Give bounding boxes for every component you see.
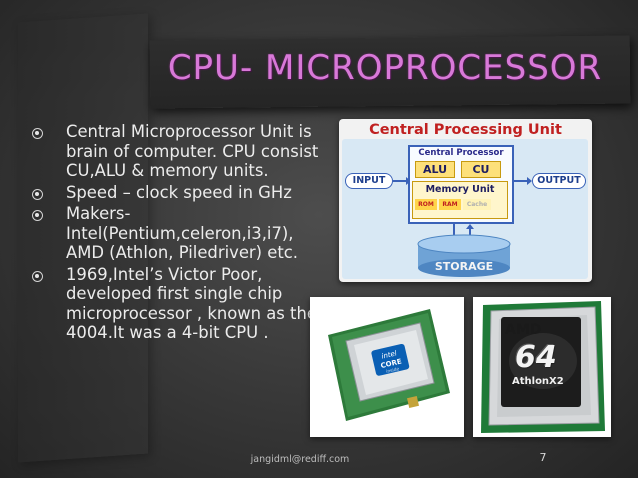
bullet-item: 1969,Intel’s Victor Poor, developed firs…	[30, 265, 330, 343]
intel-cpu-photo: intel CORE inside	[310, 297, 464, 437]
amd-logo: AMD	[505, 322, 542, 338]
intel-badge	[371, 343, 410, 376]
amd-cpu-photo	[473, 297, 611, 437]
page-number: 7	[539, 451, 547, 464]
slide-title: CPU- MICROPROCESSOR	[167, 48, 603, 88]
input-box: INPUT	[345, 173, 393, 189]
cpu-diagram: Central Processing Unit INPUT OUTPUT Cen…	[339, 119, 592, 282]
bullet-list: Central Microprocessor Unit is brain of …	[30, 122, 330, 345]
bullet-circle-icon	[32, 128, 43, 139]
central-processor-label: Central Processor	[418, 148, 504, 158]
memory-unit-label: Memory Unit	[425, 184, 495, 195]
diagram-title: Central Processing Unit	[369, 122, 562, 138]
amd-athlon-cpu-icon	[481, 301, 605, 433]
bullet-item: Makers-Intel(Pentium,celeron,i3,i7), AMD…	[30, 204, 330, 263]
storage-cylinder-top	[417, 234, 511, 254]
bullet-circle-icon	[32, 270, 43, 282]
cache-box: Cache	[463, 199, 491, 210]
alu-box: ALU	[415, 161, 455, 178]
badge-line1: intel	[381, 349, 398, 360]
diagram-connectors	[393, 177, 532, 277]
bullet-text: 1969,Intel’s Victor Poor, developed firs…	[66, 264, 317, 343]
storage-arrowhead-up	[466, 224, 474, 229]
bullet-circle-icon	[32, 188, 43, 200]
bullet-text: Speed – clock speed in GHz	[66, 182, 292, 202]
output-box: OUTPUT	[532, 173, 586, 189]
bullet-item: Speed – clock speed in GHz	[30, 183, 330, 203]
amd-64-mark: 64	[515, 340, 557, 375]
bullet-item: Central Microprocessor Unit is brain of …	[30, 122, 330, 181]
storage-label: STORAGE	[434, 260, 494, 273]
footer-email: jangidml@rediff.com	[250, 454, 350, 465]
cu-box: CU	[461, 161, 501, 178]
storage-cylinder-bottom	[418, 259, 510, 277]
ram-box: RAM	[439, 199, 461, 210]
amd-model-label: AthlonX2	[512, 376, 564, 387]
output-arrowhead	[527, 177, 532, 185]
bullet-circle-icon	[32, 210, 43, 221]
bullet-text: Makers-Intel(Pentium,celeron,i3,i7), AMD…	[66, 204, 298, 262]
rom-box: ROM	[415, 199, 437, 210]
bullet-text: Central Microprocessor Unit is brain of …	[66, 122, 319, 180]
intel-core-cpu-icon: intel CORE inside	[328, 309, 450, 421]
badge-line3: inside	[386, 366, 401, 375]
